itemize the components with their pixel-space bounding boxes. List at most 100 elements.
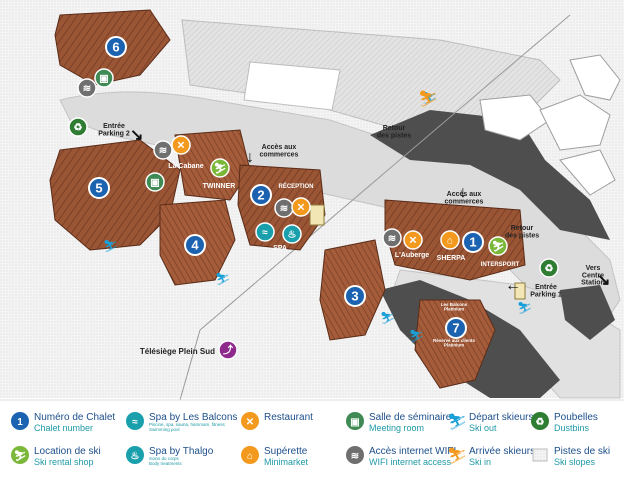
skier-icon: ⛷ (517, 301, 532, 315)
seminar-icon[interactable]: ▣ (94, 68, 114, 88)
chalet-number-label: 7 (452, 321, 459, 336)
ski-rental-icon[interactable]: ⛷ (488, 236, 508, 256)
open-square (243, 61, 341, 111)
wifi-icon[interactable]: ≋ (382, 228, 402, 248)
icon-glyph: ✕ (177, 141, 185, 152)
dark-building-3 (560, 285, 615, 340)
telesiege-icon[interactable]: ⤴ (218, 340, 238, 360)
restaurant-icon[interactable]: ✕ (171, 135, 191, 155)
legend-subtitle: Meeting room (369, 423, 424, 433)
legend-title: Location de ski (34, 446, 101, 457)
icon-glyph: ♨ (288, 230, 297, 241)
chalet-number-label: 1 (469, 235, 476, 250)
chalet-marker-3[interactable]: 3 (344, 285, 366, 307)
spa-balcons-icon (126, 412, 144, 430)
legend-title: Accès internet WIFI (369, 446, 456, 457)
parking-1-sign-icon (514, 282, 526, 300)
icon-glyph: ▣ (350, 417, 359, 428)
chalet-marker-5[interactable]: 5 (88, 177, 110, 199)
legend-title: Spa by Les Balcons (149, 412, 237, 423)
legend-title: Numéro de Chalet (34, 412, 115, 423)
legend-subtitle: Ski rental shop (34, 457, 94, 467)
restaurant-icon[interactable]: ✕ (403, 230, 423, 250)
legend-title: Départ skieurs (469, 412, 533, 423)
icon-glyph: ⛷ (214, 163, 227, 175)
legend-subtitle: Minimarket (264, 457, 309, 467)
legend-title: Restaurant (264, 412, 313, 423)
legend-subtitle: Chalet number (34, 423, 93, 433)
icon-glyph: ▣ (99, 74, 108, 85)
icon-glyph: ≋ (388, 234, 396, 245)
legend-title: Supérette (264, 446, 308, 457)
spa-thalgo-icon[interactable]: ♨ (282, 224, 302, 244)
dustbin-icon[interactable]: ♻ (68, 117, 88, 137)
parking-sign-icon (309, 204, 325, 226)
restaurant-icon[interactable]: ✕ (291, 197, 311, 217)
legend-subtitle: Piscine, spa, sauna, hammam, fitness (149, 422, 226, 427)
chalet-roof-7 (414, 299, 496, 389)
ski-out-icon: ⛷ (447, 413, 467, 431)
building-outline-4 (559, 149, 616, 196)
minimarket-icon[interactable]: ⌂ (440, 230, 460, 250)
chalet-marker-1[interactable]: 1 (462, 231, 484, 253)
direction-arrow-icon: ↓ (246, 149, 254, 166)
spa-balcons-icon[interactable]: ≈ (255, 222, 275, 242)
legend-subtitle: Soins du corps (149, 456, 180, 461)
icon-glyph: ⌂ (247, 451, 253, 462)
building-outline-2 (539, 94, 611, 151)
direction-arrow-icon: ↘ (597, 272, 610, 289)
la-cabane-label: La Cabane (168, 163, 204, 170)
direction-arrow-icon: ← (505, 277, 521, 294)
legend-item: ✕Restaurant (241, 412, 313, 430)
icon-glyph: ♻ (74, 123, 83, 134)
ski-in-icon: ⛷ (447, 447, 467, 465)
legend-subtitle: WIFI internet access (369, 457, 452, 467)
legend-subtitle: Dustbins (554, 423, 590, 433)
dustbin-icon[interactable]: ♻ (539, 258, 559, 278)
chalet-number-label: 6 (112, 40, 119, 55)
chalet-marker-2[interactable]: 2 (250, 184, 272, 206)
chalet-marker-7[interactable]: 7 (445, 317, 467, 339)
skier-icon: ⛷ (380, 311, 395, 325)
slope-line-2 (179, 329, 201, 401)
icon-glyph: ▣ (150, 178, 159, 189)
ski-rental-icon[interactable]: ⛷ (210, 158, 230, 178)
chalet-marker-4[interactable]: 4 (184, 234, 206, 256)
legend-title: Salle de séminaire (369, 412, 452, 423)
spa-thalgo-icon (126, 446, 144, 464)
chalet-number-label: 5 (95, 181, 102, 196)
ski-slopes-icon (532, 448, 548, 462)
sherpa-label: SHERPA (437, 255, 466, 262)
wifi-icon[interactable]: ≋ (274, 198, 294, 218)
icon-glyph: ≋ (280, 204, 288, 215)
reception-label: RÉCEPTION (278, 182, 313, 190)
legend-title: Spa by Thalgo (149, 446, 214, 457)
icon-glyph: ⌂ (447, 236, 453, 247)
icon-glyph: ≈ (132, 417, 138, 428)
seminar-icon[interactable]: ▣ (145, 172, 165, 192)
chalet-marker-6[interactable]: 6 (105, 36, 127, 58)
dark-building-1 (370, 110, 610, 240)
icon-glyph: ♨ (131, 451, 140, 462)
building-outline-1 (479, 94, 551, 141)
wifi-icon[interactable]: ≋ (153, 140, 173, 160)
skier-icon: ⛷ (409, 329, 424, 343)
wifi-icon[interactable]: ≋ (77, 78, 97, 98)
spa-label: SPA (273, 245, 287, 252)
